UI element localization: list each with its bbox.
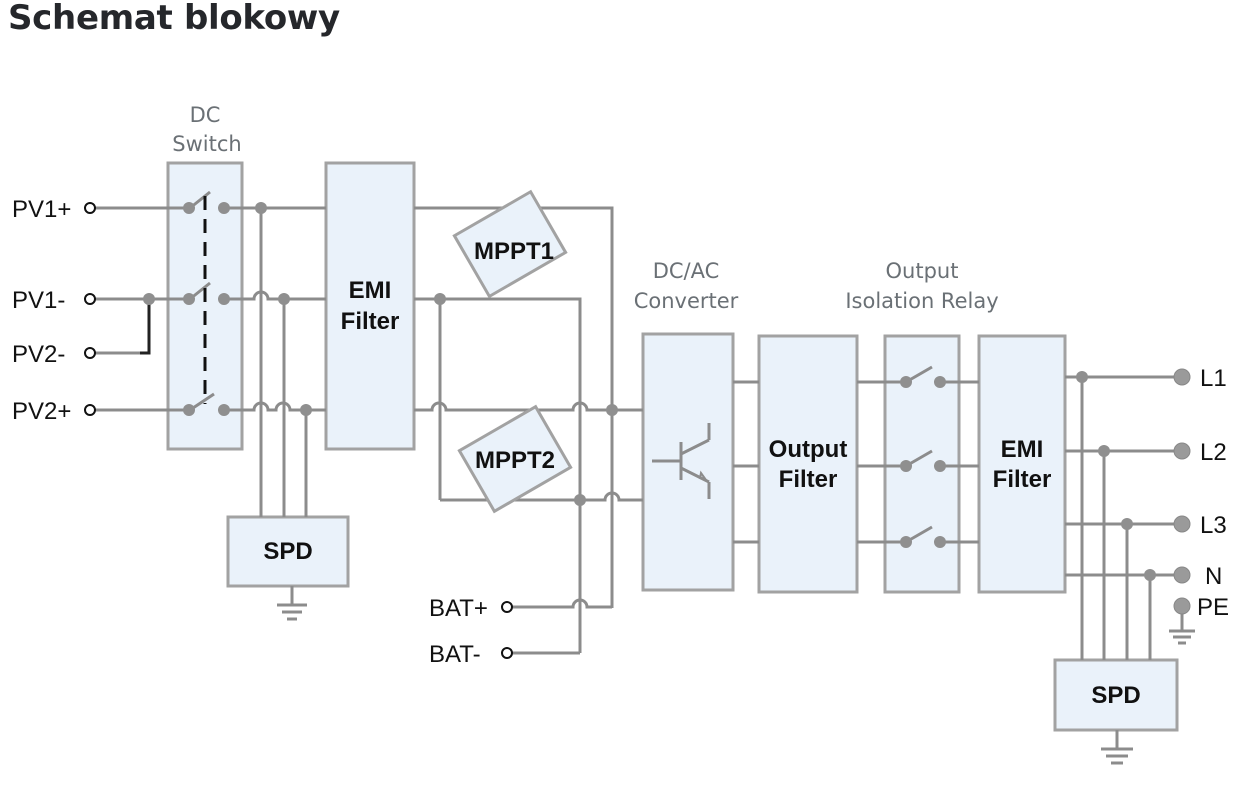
pv1-minus-label: PV1- [12,287,65,314]
output-terminal-l2: L2 [1173,439,1227,466]
spd-dc-block [226,515,350,588]
output-relay-caption-line1: Output [886,259,959,283]
junction-dots [143,202,1156,581]
dc-switch-caption-line1: DC [190,103,221,127]
output-terminal-l3: L3 [1173,512,1227,539]
bat-minus-label: BAT- [429,641,481,668]
input-terminal-pv2-plus: PV2+ [12,398,96,425]
emi-filter-input-label-line1: EMI [349,277,392,304]
output-terminal-pe: PE [1173,594,1229,621]
input-terminal-bat-plus: BAT+ [429,595,513,622]
mppt2-label: MPPT2 [475,447,555,474]
l3-label: L3 [1200,512,1227,539]
bat-plus-label: BAT+ [429,595,488,622]
output-filter-label-line2: Filter [779,466,838,493]
l2-label: L2 [1200,439,1227,466]
n-label: N [1205,563,1222,590]
input-terminal-pv1-plus: PV1+ [12,196,96,223]
pv1-plus-label: PV1+ [12,196,71,223]
mppt1-label: MPPT1 [474,238,554,265]
input-terminal-pv2-minus: PV2- [12,341,96,368]
pv2-plus-label: PV2+ [12,398,71,425]
input-terminal-pv1-minus: PV1- [12,287,96,314]
igbt-symbol-icon [652,423,711,499]
l1-label: L1 [1200,365,1227,392]
mppt2-block: MPPT2 [457,404,573,514]
output-terminal-l1: L1 [1173,365,1227,392]
emi-filter-output-block [977,334,1067,594]
spd-ac-label: SPD [1091,682,1140,709]
pv2-minus-label: PV2- [12,341,65,368]
mppt1-block: MPPT1 [452,189,568,299]
output-terminal-n: N [1173,563,1222,590]
emi-filter-output-label-line2: Filter [993,466,1052,493]
pe-label: PE [1197,594,1229,621]
page-title: Schemat blokowy [8,0,340,38]
dcac-converter-caption-line2: Converter [634,289,739,313]
dcac-converter-caption-line1: DC/AC [653,259,720,283]
emi-filter-input-block [324,161,416,451]
spd-dc-label: SPD [263,538,312,565]
input-terminal-bat-minus: BAT- [429,641,513,668]
emi-filter-output-label-line1: EMI [1001,436,1044,463]
output-relay-caption-line2: Isolation Relay [845,289,998,313]
output-filter-block [757,334,859,594]
output-filter-label-line1: Output [769,436,848,463]
output-relay-block [883,334,961,594]
dc-switch-caption-line2: Switch [172,132,241,156]
emi-filter-input-label-line2: Filter [341,308,400,335]
